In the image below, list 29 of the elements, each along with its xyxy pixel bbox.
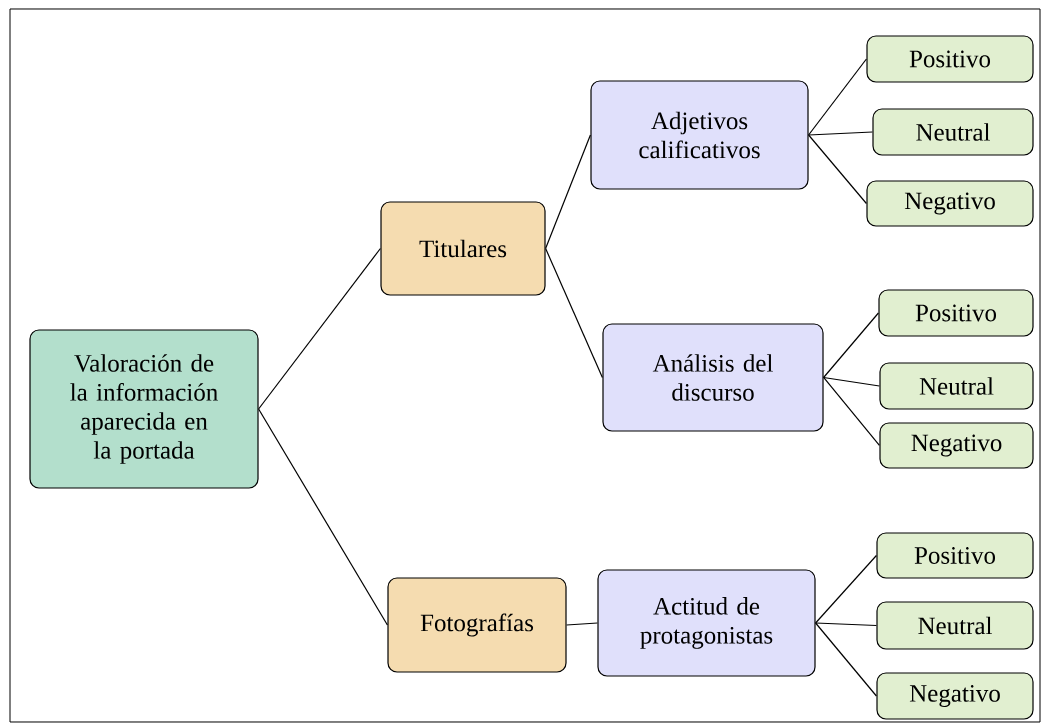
category-box: Positivo — [878, 289, 1034, 337]
connector-line — [815, 554, 877, 624]
connector-line — [823, 376, 880, 387]
topic-box: Valoración de la información aparecida en la portada — [29, 329, 259, 489]
category-box: Análisis del discurso — [602, 323, 824, 432]
category-box: Positivo — [866, 35, 1034, 83]
connector-line — [823, 312, 879, 379]
connector-line — [808, 131, 873, 136]
category-box: Neutral — [872, 108, 1034, 156]
connector-line — [823, 376, 880, 447]
connector-line — [545, 134, 591, 250]
connector-line — [815, 622, 877, 627]
category-box: Positivo — [876, 532, 1034, 579]
connector-line — [808, 58, 867, 136]
category-box: Adjetivos calificativos — [590, 80, 809, 190]
connector-line — [808, 134, 867, 205]
category-box: Actitud de protagonistas — [597, 569, 816, 677]
connector-line — [815, 622, 877, 697]
category-box: Negativo — [879, 422, 1034, 469]
category-box: Negativo — [866, 180, 1034, 227]
connector-line — [545, 247, 603, 379]
category-box: Fotografías — [387, 577, 567, 673]
connector-line — [258, 408, 388, 626]
category-box: Neutral — [876, 601, 1034, 650]
category-box: Negativo — [876, 672, 1034, 720]
category-box: Titulares — [380, 201, 546, 296]
connector-line — [258, 247, 381, 410]
connector-line — [566, 622, 598, 626]
category-box: Neutral — [879, 362, 1034, 410]
